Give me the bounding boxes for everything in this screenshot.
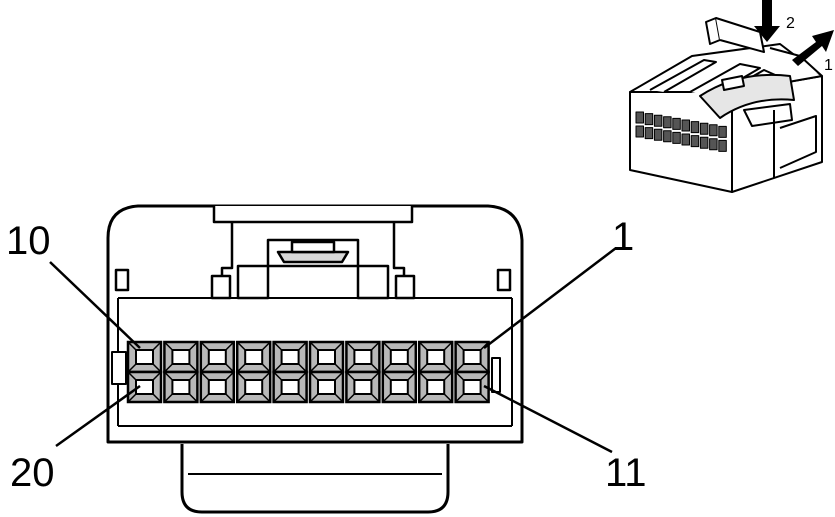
isometric-cavity	[663, 130, 672, 143]
terminal-cavity-9	[163, 340, 199, 374]
terminal-cavity-15	[308, 370, 345, 404]
isometric-cavity	[653, 128, 663, 141]
isometric-cavity	[663, 116, 672, 129]
terminal-cavity-11	[454, 370, 490, 404]
terminal-cavity-grid	[126, 340, 490, 404]
isometric-cavity	[699, 122, 709, 135]
terminal-cavity-13	[381, 370, 418, 404]
isometric-cavities	[635, 111, 727, 152]
arrows	[754, 0, 834, 66]
leader-line-10	[49, 261, 141, 349]
terminal-cavity-8	[199, 340, 236, 374]
isometric-cavity	[681, 133, 690, 146]
isometric-cavity	[653, 114, 663, 127]
isometric-cavity	[690, 135, 700, 148]
isometric-cavity	[709, 124, 718, 137]
arrow-label-slide: 1	[824, 57, 833, 74]
isometric-cavity	[635, 125, 644, 138]
terminal-cavity-12	[417, 370, 454, 404]
terminal-cavity-17	[235, 370, 272, 404]
isometric-cavity	[699, 136, 709, 149]
terminal-cavity-14	[345, 370, 381, 404]
terminal-cavity-20	[126, 370, 163, 404]
slide-arrow-icon	[792, 30, 834, 66]
pin-label-20: 20	[10, 451, 55, 495]
terminal-cavity-7	[235, 340, 272, 374]
isometric-cavity	[644, 113, 654, 126]
pin-label-10: 10	[6, 219, 51, 263]
isometric-cavity	[709, 138, 718, 151]
connector-isometric-view	[629, 17, 823, 193]
isometric-cavity	[718, 125, 727, 138]
leader-line-20	[55, 384, 141, 448]
leader-line-11	[483, 384, 613, 454]
isometric-cavity	[672, 131, 681, 144]
isometric-cavity	[635, 111, 644, 124]
terminal-cavity-1	[454, 340, 490, 374]
isometric-cavity	[644, 127, 654, 140]
terminal-cavity-18	[199, 370, 236, 404]
connector-bottom-tab	[180, 444, 450, 514]
side-key-right	[491, 357, 501, 393]
leader-lines	[49, 247, 617, 454]
side-key-left	[111, 351, 127, 385]
arrow-label-push: 2	[786, 15, 795, 32]
terminal-cavity-5	[308, 340, 345, 374]
pin-label-1: 1	[612, 215, 634, 259]
isometric-cavity	[690, 121, 700, 134]
terminal-cavity-4	[345, 340, 381, 374]
pin-label-11: 11	[605, 451, 647, 495]
terminal-cavity-10	[126, 340, 163, 374]
terminal-cavity-2	[417, 340, 454, 374]
isometric-cavity	[718, 139, 727, 152]
push-down-arrow-icon	[754, 0, 780, 42]
terminal-cavity-16	[272, 370, 308, 404]
latch-assembly	[114, 206, 512, 300]
terminal-cavity-6	[272, 340, 308, 374]
terminal-cavity-19	[163, 370, 199, 404]
isometric-cavity	[672, 117, 681, 130]
isometric-cavity	[681, 119, 690, 132]
leader-line-1	[483, 247, 617, 349]
terminal-cavity-3	[381, 340, 418, 374]
